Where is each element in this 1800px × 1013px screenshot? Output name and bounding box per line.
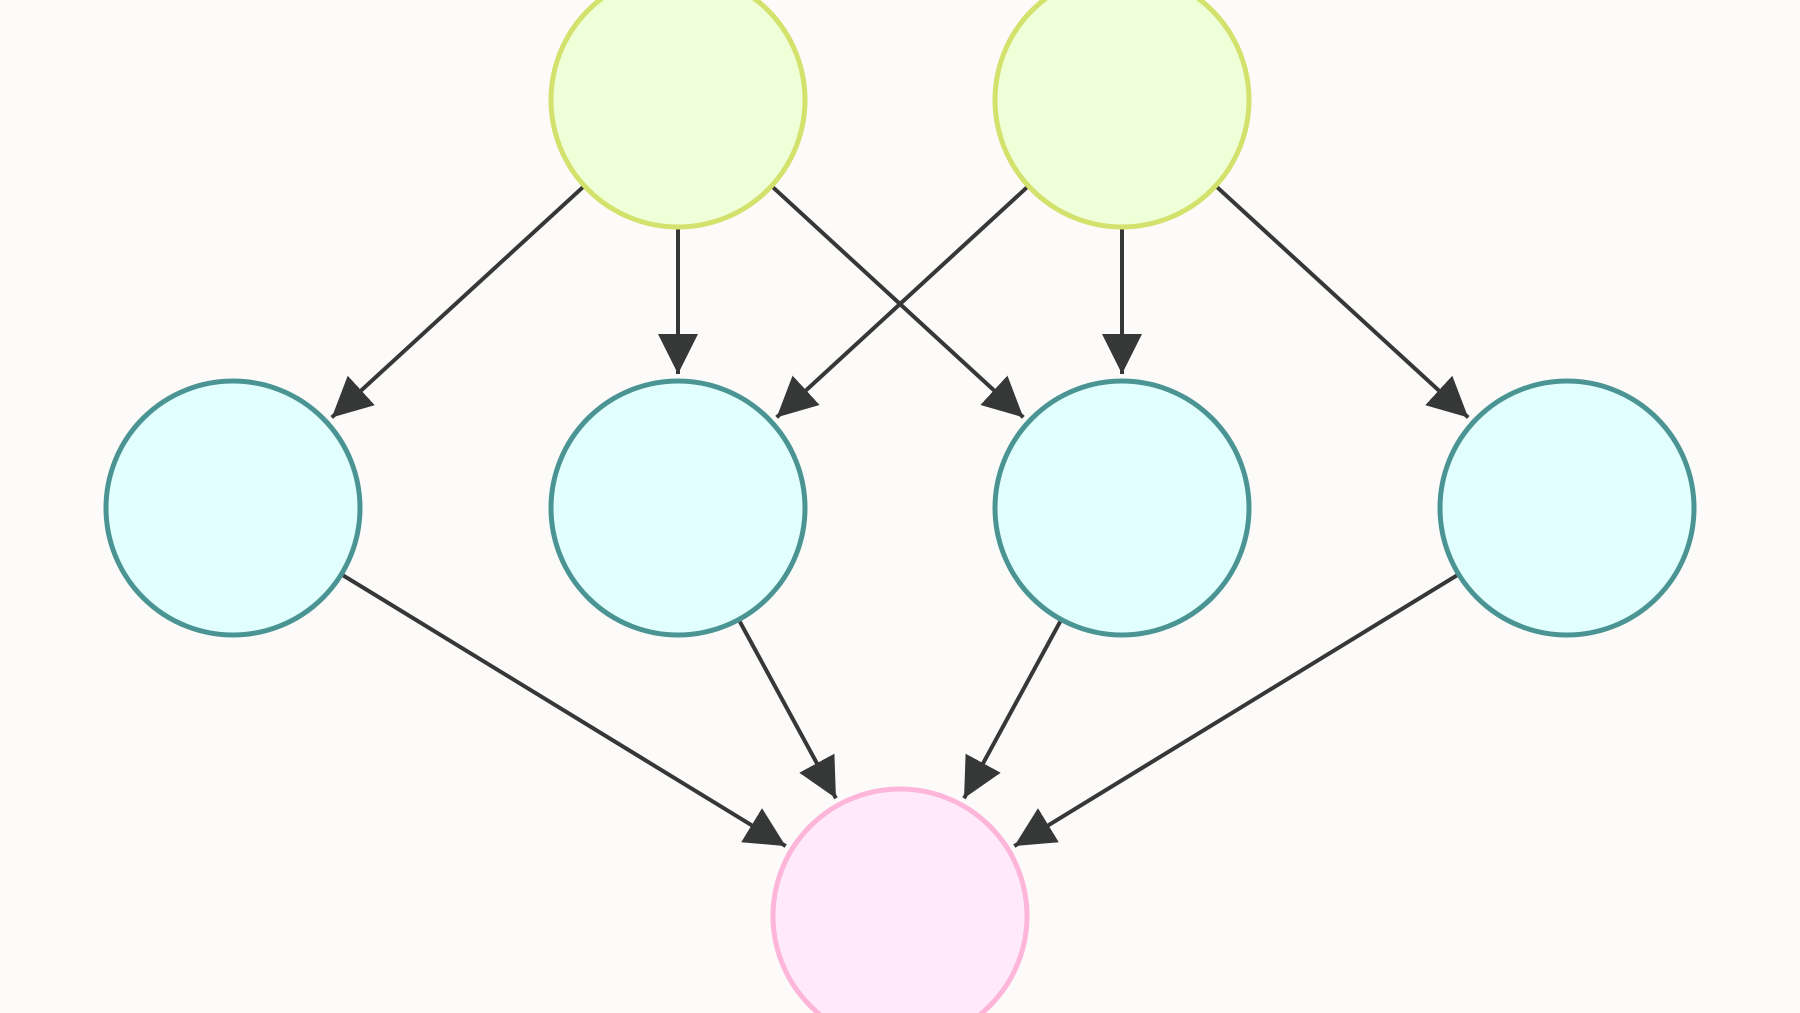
node-top-1 [548, 0, 808, 230]
node-circle-top-1 [548, 0, 808, 230]
edge-mid-4-to-bottom-1 [1013, 572, 1460, 848]
node-circle-mid-2 [548, 378, 808, 638]
node-circle-top-2 [992, 0, 1252, 230]
edge-top-2-to-mid-2 [775, 184, 1030, 419]
node-mid-1 [103, 378, 363, 638]
edge-mid-1-to-bottom-1 [340, 572, 787, 848]
edge-top-2-to-mid-4 [1214, 184, 1470, 419]
nodes-layer [103, 0, 1697, 1013]
edge-mid-3-to-bottom-1 [962, 618, 1064, 800]
node-top-2 [992, 0, 1252, 230]
edge-top-1-to-mid-3 [770, 184, 1025, 419]
edge-top-1-to-mid-1 [330, 184, 586, 419]
node-circle-mid-1 [103, 378, 363, 638]
node-mid-2 [548, 378, 808, 638]
node-circle-mid-4 [1437, 378, 1697, 638]
node-bottom-1 [770, 786, 1030, 1013]
edges-layer [330, 184, 1470, 848]
node-circle-mid-3 [992, 378, 1252, 638]
node-mid-4 [1437, 378, 1697, 638]
edge-mid-2-to-bottom-1 [736, 618, 838, 800]
node-mid-3 [992, 378, 1252, 638]
node-circle-bottom-1 [770, 786, 1030, 1013]
